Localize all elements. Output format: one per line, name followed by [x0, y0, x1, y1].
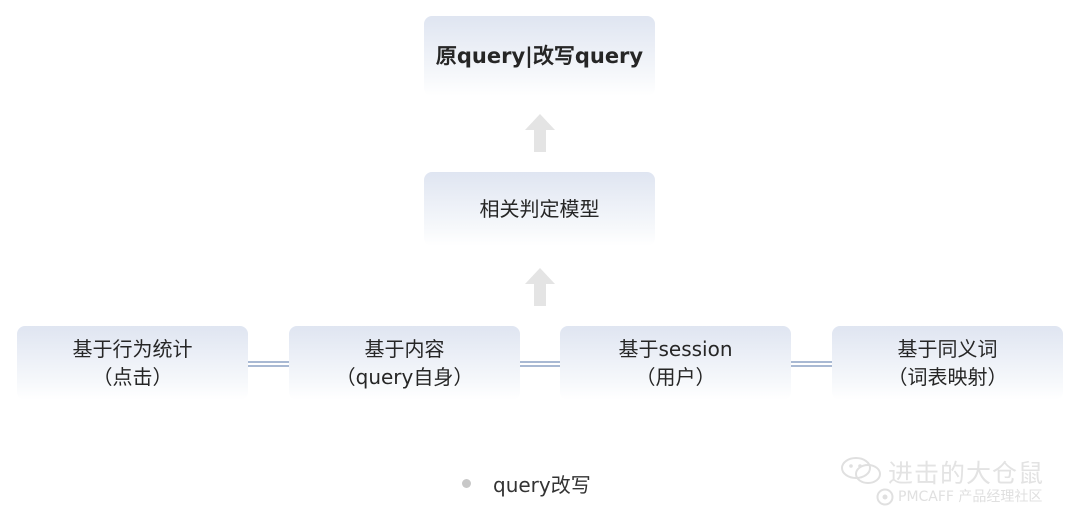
bottom-box-synonym: 基于同义词 （词表映射） — [832, 326, 1063, 400]
watermark-title: 进击的大仓鼠 — [888, 459, 1045, 488]
watermark: 进击的大仓鼠 PMCAFF 产品经理社区 — [840, 452, 1075, 512]
wechat-icon — [841, 457, 881, 484]
bottom-box-content: 基于内容 （query自身） — [289, 326, 520, 400]
double-line-connector — [520, 361, 561, 367]
bottom-box-sublabel: （query自身） — [335, 365, 474, 389]
middle-box-label: 相关判定模型 — [479, 197, 600, 221]
bottom-box-label: 基于内容 — [364, 337, 445, 361]
pmcaff-logo-icon — [876, 488, 894, 506]
top-box-label: 原query|改写query — [435, 44, 644, 68]
middle-box-relevance-model: 相关判定模型 — [424, 172, 655, 246]
double-line-connector — [248, 361, 289, 367]
bottom-box-session: 基于session （用户） — [560, 326, 791, 400]
legend: query改写 — [462, 468, 591, 498]
legend-bullet-icon — [462, 478, 471, 488]
watermark-subtitle: PMCAFF 产品经理社区 — [898, 489, 1043, 505]
bottom-box-label: 基于session — [618, 337, 733, 361]
bottom-box-label: 基于行为统计 — [72, 337, 193, 361]
bottom-box-sublabel: （用户） — [635, 365, 716, 389]
up-arrow-icon — [525, 268, 555, 306]
double-line-connector — [791, 361, 832, 367]
up-arrow-icon — [525, 114, 555, 152]
legend-label: query改写 — [493, 472, 591, 497]
bottom-box-behavior-stats: 基于行为统计 （点击） — [17, 326, 248, 400]
bottom-box-label: 基于同义词 — [897, 337, 998, 361]
bottom-box-sublabel: （点击） — [92, 365, 173, 389]
top-box-original-rewritten-query: 原query|改写query — [424, 16, 655, 96]
bottom-box-sublabel: （词表映射） — [887, 365, 1008, 389]
